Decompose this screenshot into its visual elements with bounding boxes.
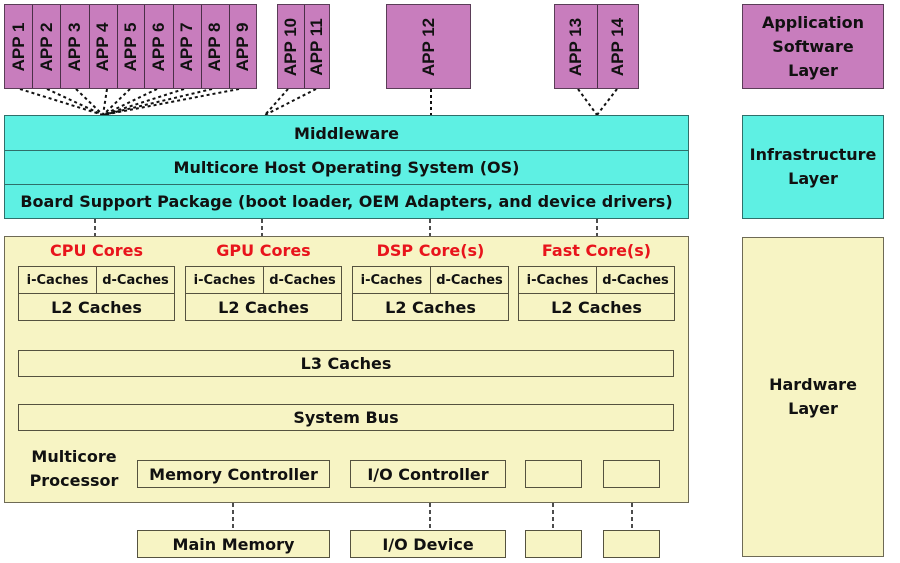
- io-device[interactable]: I/O Device: [350, 530, 506, 558]
- main-memory[interactable]: Main Memory: [137, 530, 330, 558]
- app-group-2: APP 10 APP 11: [277, 4, 330, 89]
- app-12[interactable]: APP 12: [418, 17, 438, 76]
- app-8[interactable]: APP 8: [202, 5, 230, 88]
- app-6[interactable]: APP 6: [145, 5, 174, 88]
- extra-device-1[interactable]: [525, 530, 582, 558]
- dcache-dsp: d-Caches: [436, 272, 503, 288]
- dcache-fast: d-Caches: [602, 272, 669, 288]
- app-7[interactable]: APP 7: [174, 5, 202, 88]
- connector-app7: [102, 88, 185, 116]
- l2-cache-cpu: L2 Caches: [51, 297, 142, 317]
- app-1[interactable]: APP 1: [5, 5, 33, 88]
- infrastructure-stack: Middleware Multicore Host Operating Syst…: [4, 115, 689, 219]
- extra-device-2[interactable]: [603, 530, 660, 558]
- app-group-4: APP 13 APP 14: [554, 4, 639, 89]
- connector-app13: [577, 88, 598, 116]
- app-11[interactable]: APP 11: [306, 17, 326, 76]
- app-2[interactable]: APP 2: [33, 5, 61, 88]
- icache-fast: i-Caches: [519, 267, 597, 293]
- core-title-dsp: DSP Core(s): [376, 241, 485, 260]
- icache-dsp: i-Caches: [353, 267, 431, 293]
- memory-controller[interactable]: Memory Controller: [137, 460, 330, 488]
- app-10[interactable]: APP 10: [278, 5, 305, 88]
- app-group-3: APP 12: [386, 4, 471, 89]
- connector-app9: [102, 88, 240, 116]
- connector-app11: [264, 88, 317, 116]
- connector-app4: [102, 88, 108, 116]
- io-controller[interactable]: I/O Controller: [350, 460, 506, 488]
- extra-controller-2[interactable]: [603, 460, 660, 488]
- app-14[interactable]: APP 14: [607, 17, 627, 76]
- board-support-package[interactable]: Board Support Package (boot loader, OEM …: [20, 191, 673, 211]
- connector-app6: [102, 88, 158, 116]
- middleware[interactable]: Middleware: [5, 116, 688, 151]
- app-13[interactable]: APP 13: [555, 5, 598, 88]
- core-title-gpu: GPU Cores: [216, 241, 311, 260]
- core-title-cpu: CPU Cores: [49, 241, 144, 260]
- connector-app3: [75, 88, 104, 116]
- connector-app2: [46, 88, 104, 116]
- l2-cache-fast: L2 Caches: [551, 297, 642, 317]
- app-3[interactable]: APP 3: [61, 5, 90, 88]
- l3-caches[interactable]: L3 Caches: [18, 350, 674, 377]
- icache-gpu: i-Caches: [186, 267, 264, 293]
- connector-app8: [102, 88, 213, 116]
- connector-app10: [264, 88, 289, 116]
- app-9[interactable]: APP 9: [232, 22, 252, 71]
- l2-cache-dsp: L2 Caches: [385, 297, 476, 317]
- connector-app1: [19, 88, 104, 116]
- connector-app5: [102, 88, 131, 116]
- dsp-core-block[interactable]: i-Caches d-Caches L2 Caches: [352, 266, 509, 321]
- cpu-core-block[interactable]: i-Caches d-Caches L2 Caches: [18, 266, 175, 321]
- dcache-cpu: d-Caches: [102, 272, 169, 288]
- extra-controller-1[interactable]: [525, 460, 582, 488]
- gpu-core-block[interactable]: i-Caches d-Caches L2 Caches: [185, 266, 342, 321]
- app-group-1: APP 1 APP 2 APP 3 APP 4 APP 5 APP 6 APP …: [4, 4, 257, 89]
- system-bus[interactable]: System Bus: [18, 404, 674, 431]
- host-os[interactable]: Multicore Host Operating System (OS): [5, 150, 688, 185]
- l2-cache-gpu: L2 Caches: [218, 297, 309, 317]
- dcache-gpu: d-Caches: [269, 272, 336, 288]
- fast-core-block[interactable]: i-Caches d-Caches L2 Caches: [518, 266, 675, 321]
- connector-app14: [596, 88, 618, 116]
- app-5[interactable]: APP 5: [118, 5, 145, 88]
- app-4[interactable]: APP 4: [90, 5, 118, 88]
- core-title-fast: Fast Core(s): [541, 241, 652, 260]
- icache-cpu: i-Caches: [19, 267, 97, 293]
